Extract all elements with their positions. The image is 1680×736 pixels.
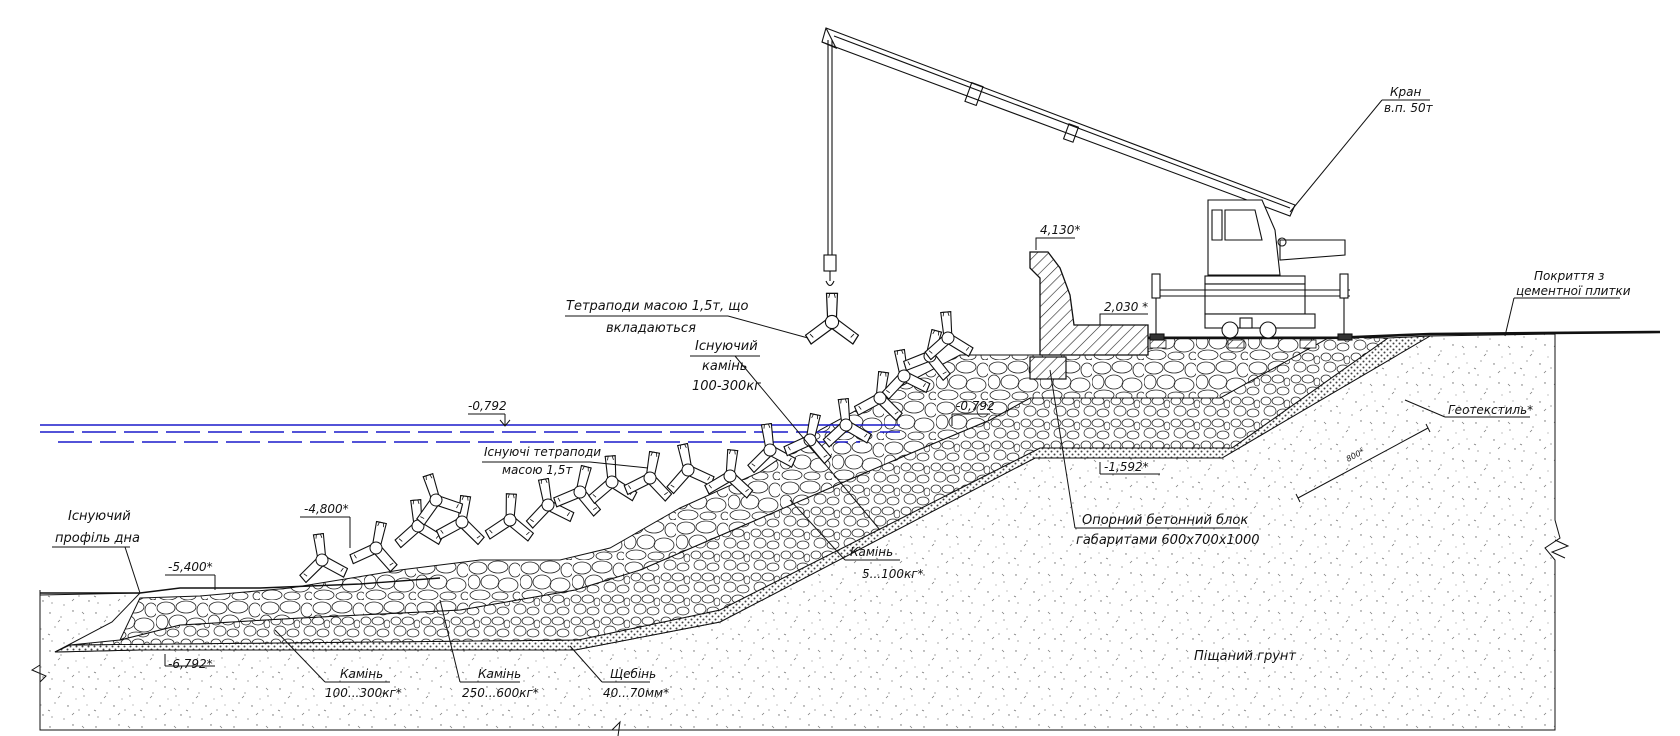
label-stone-5-100-line2: 5...100кг* [862, 567, 924, 581]
label-crushed-stone-line2: 40...70мм* [603, 686, 669, 700]
tetrapod-hanging [804, 292, 860, 345]
elevation-4800: -4,800* [304, 502, 349, 516]
elevation-5400: -5,400* [168, 560, 213, 574]
label-stone-100-300-line2: 100...300кг* [325, 686, 402, 700]
pavement-blocks [1149, 339, 1317, 349]
label-existing-tetrapods-line1: Існуючі тетраподи [484, 445, 601, 459]
label-sandy-soil: Піщаний грунт [1194, 649, 1296, 664]
water-level [40, 424, 900, 443]
label-existing-stone-line1: Існуючий [695, 339, 758, 354]
label-existing-profile-line2: профіль дна [55, 531, 140, 546]
label-crane-line2: в.п. 50т [1384, 101, 1434, 115]
label-support-block-line2: габаритами 600х700х1000 [1076, 533, 1260, 548]
label-coating-line1: Покриття з [1534, 269, 1604, 283]
label-stone-5-100-line1: Камінь [850, 545, 893, 559]
elevation-1592: -1,592* [1104, 460, 1149, 474]
break-line-left [30, 664, 47, 683]
label-stone-250-600-line1: Камінь [478, 667, 521, 681]
crane [821, 27, 1353, 341]
support-concrete-block [1029, 356, 1067, 380]
elevation-0792-water: -0,792 [468, 399, 507, 413]
label-tetrapods-new-line1: Тетраподи масою 1,5т, що [566, 299, 748, 314]
drawing-labels: Тетраподи масою 1,5т, що вкладаються Існ… [55, 85, 1631, 700]
existing-seabed-line [40, 577, 441, 594]
break-line-right [1550, 539, 1570, 559]
break-line-bottom [611, 720, 621, 736]
concrete-parapet-wall [1029, 251, 1149, 356]
label-crushed-stone-line1: Щебінь [610, 667, 656, 681]
label-stone-250-600-line2: 250...600кг* [462, 686, 539, 700]
elevation-2030: 2,030 * [1104, 300, 1148, 314]
label-tetrapods-new-line2: вкладаються [606, 321, 696, 336]
label-crane-line1: Кран [1390, 85, 1421, 99]
label-existing-tetrapods-line2: масою 1,5т [502, 463, 573, 477]
label-support-block-line1: Опорний бетонний блок [1082, 513, 1248, 528]
elevation-markers [164, 237, 1160, 667]
label-geotextile: Геотекстиль* [1448, 403, 1533, 417]
elevation-0792-slope: -0,792 [956, 399, 995, 413]
label-existing-stone-line2: камінь [702, 359, 747, 374]
label-existing-stone-line3: 100-300кг [692, 379, 761, 394]
label-stone-100-300-line1: Камінь [340, 667, 383, 681]
cement-tile-pavement [1148, 330, 1661, 340]
label-coating-line2: цементної плитки [1516, 284, 1631, 298]
elevation-4130: 4,130* [1040, 223, 1080, 237]
leader-lines [52, 99, 1620, 683]
elevation-6792: -6,792* [168, 657, 213, 671]
label-existing-profile-line1: Існуючий [68, 509, 131, 524]
